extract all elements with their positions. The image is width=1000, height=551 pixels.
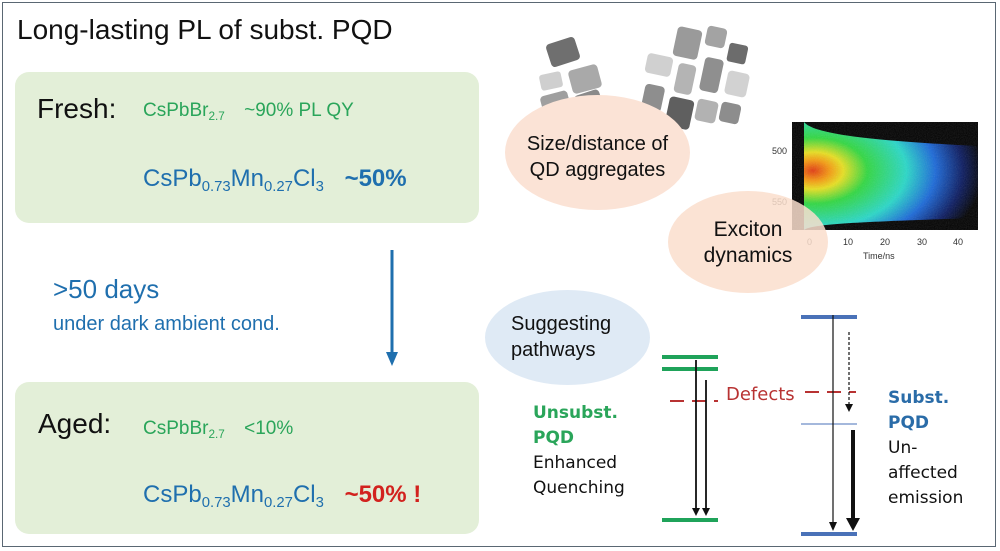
fresh-mn-qy: ~50% [344,165,407,192]
subst-pqd-label: Subst. PQD Un- affected emission [888,388,964,508]
aging-arrow-icon [386,250,398,366]
aging-duration: >50 days [53,274,160,304]
fresh-mn-formula: CsPb0.73Mn0.27Cl3 [143,165,324,196]
fresh-label: Fresh: [37,93,117,124]
aged-cspbbr-qy: <10% [244,418,294,439]
streak-x-tick-40: 40 [953,237,964,247]
fresh-cspbbr-row: CsPbBr2.7 ~90% PL QY [143,100,354,122]
aggregates-bubble-text: Size/distance of QD aggregates [526,133,669,181]
energy-diagram [662,315,860,536]
fresh-cspbbr-formula: CsPbBr2.7 [143,100,225,124]
aged-mn-formula: CsPb0.73Mn0.27Cl3 [143,481,324,512]
aggregates-bubble [505,95,690,210]
large-aggregate [641,25,750,130]
streak-plot [792,122,978,230]
streak-x-tick-10: 10 [843,237,854,247]
aging-condition: under dark ambient cond. [53,313,280,335]
streak-x-tick-30: 30 [917,237,928,247]
fresh-cspbbr-qy: ~90% PL QY [244,100,354,121]
exciton-bubble-text: Exciton dynamics [703,218,793,267]
streak-x-label: Time/ns [863,251,895,261]
defects-label: Defects [726,384,795,405]
streak-x-tick-20: 20 [880,237,891,247]
streak-y-tick-500: 500 [772,146,788,156]
exciton-bubble [668,191,828,293]
slide-title: Long-lasting PL of subst. PQD [17,14,393,45]
aged-box [15,382,479,534]
fresh-box [15,72,479,223]
aged-mn-qy: ~50% ! [344,481,422,508]
aged-mn-row: CsPb0.73Mn0.27Cl3 ~50% ! [143,481,422,512]
aged-cspbbr-row: CsPbBr2.7 <10% [143,418,293,440]
unsubst-pqd-label: Unsubst. PQD Enhanced Quenching [533,403,625,498]
pathways-bubble [485,290,650,385]
fresh-mn-row: CsPb0.73Mn0.27Cl3 ~50% [143,165,407,196]
aged-label: Aged: [38,408,112,439]
streak-plot-image [792,122,978,230]
pathways-bubble-text: Suggesting pathways [511,313,612,361]
aged-cspbbr-formula: CsPbBr2.7 [143,418,225,442]
